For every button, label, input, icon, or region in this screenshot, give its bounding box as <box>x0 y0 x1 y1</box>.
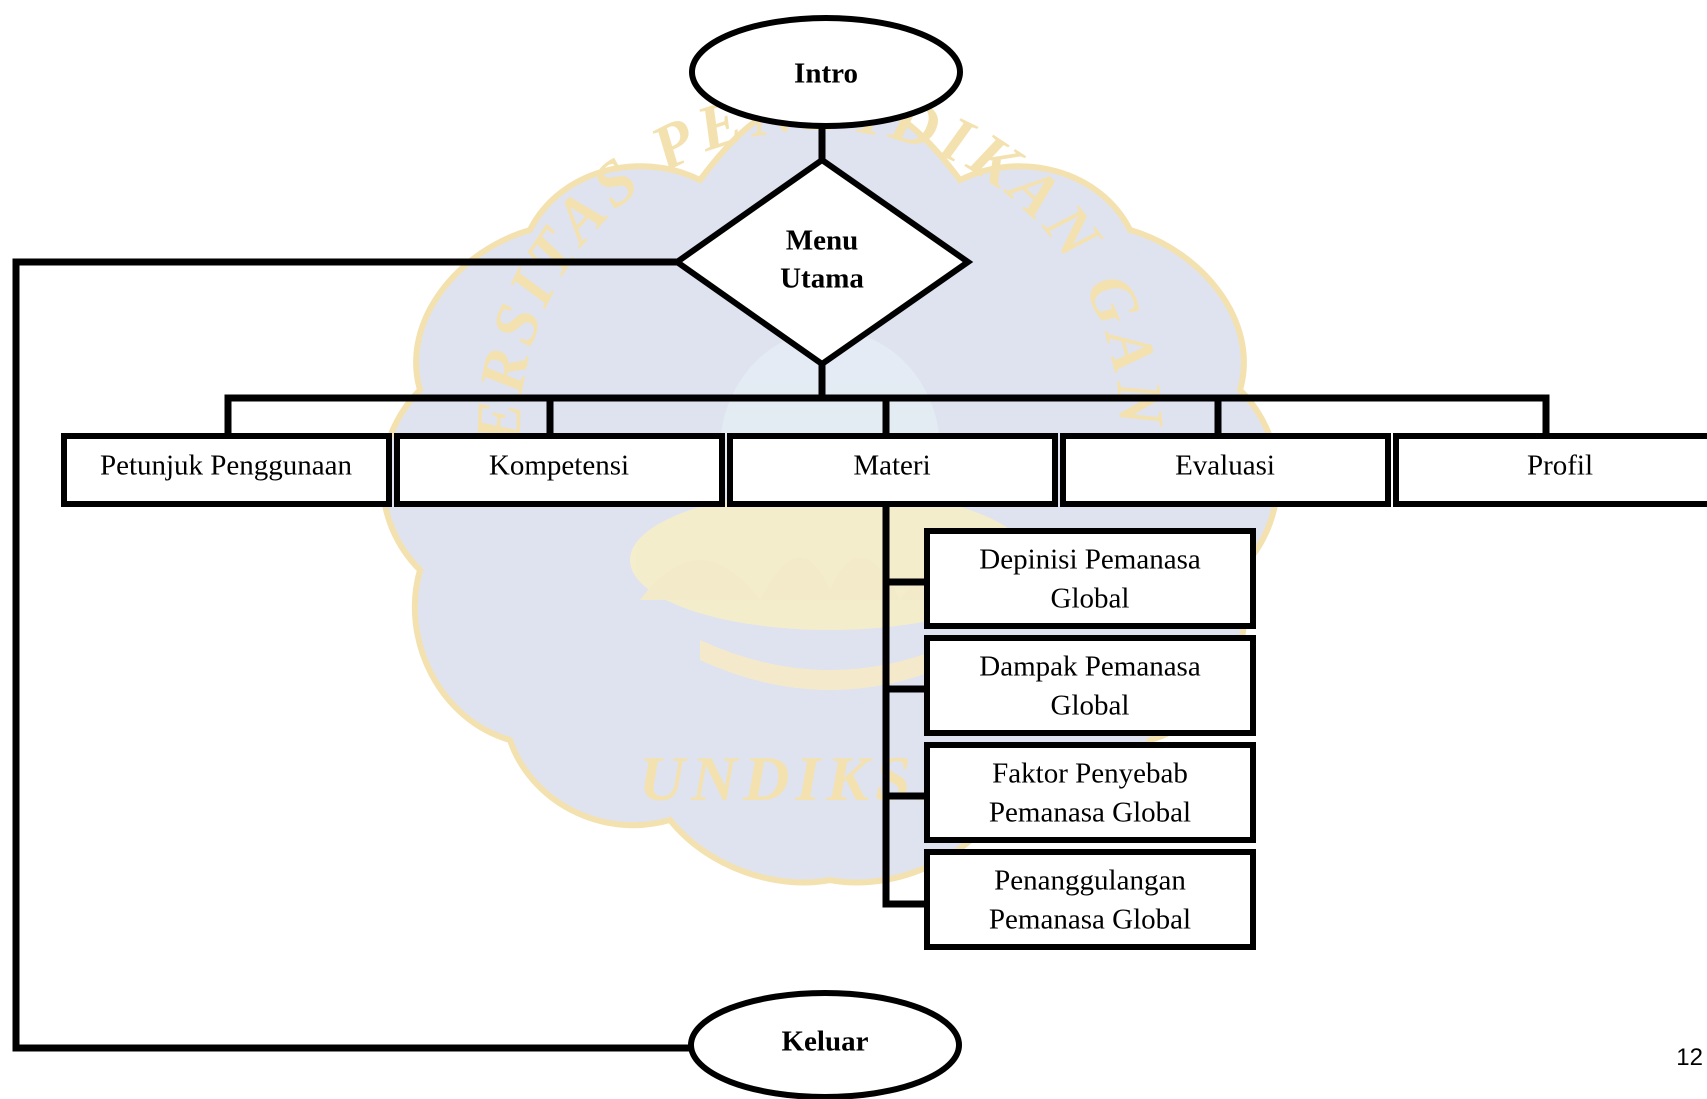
menu-item-kompetensi: Kompetensi <box>394 433 725 507</box>
menu-item-label: Kompetensi <box>489 450 629 482</box>
materi-subitem-faktor: Faktor Penyebab Pemanasa Global <box>924 742 1256 843</box>
page-number: 12 <box>1676 1044 1703 1071</box>
materi-subitem-dampak: Dampak Pemanasa Global <box>924 635 1256 736</box>
materi-subitem-penanggulangan: Penanggulangan Pemanasa Global <box>924 849 1256 950</box>
keluar-label: Keluar <box>782 1026 869 1058</box>
menu-to-keluar-loop-connector <box>12 258 695 1052</box>
menu-item-label: Profil <box>1527 450 1593 482</box>
menu-utama-node: Menu Utama <box>671 156 974 368</box>
keluar-node: Keluar <box>688 990 962 1099</box>
materi-subitem-definisi: Depinisi Pemanasa Global <box>924 528 1256 629</box>
menu-item-label: Evaluasi <box>1175 450 1275 482</box>
materi-subitem-line2: Global <box>1051 583 1130 615</box>
materi-subitem-line2: Pemanasa Global <box>989 797 1191 829</box>
menu-item-materi: Materi <box>727 433 1058 507</box>
menu-item-evaluasi: Evaluasi <box>1060 433 1391 507</box>
menu-utama-label-line2: Utama <box>780 263 864 295</box>
menu-item-label: Materi <box>853 450 930 482</box>
intro-label: Intro <box>794 58 858 90</box>
connectors <box>12 123 1550 1052</box>
materi-subitem-line1: Depinisi Pemanasa <box>979 544 1201 576</box>
menu-item-label: Petunjuk Penggunaan <box>100 450 353 482</box>
menu-item-profil: Profil <box>1393 433 1707 507</box>
materi-subitem-line2: Global <box>1051 690 1130 722</box>
menu-utama-label-line1: Menu <box>786 225 859 257</box>
intro-node: Intro <box>689 15 963 129</box>
materi-subitem-line1: Faktor Penyebab <box>992 758 1188 790</box>
materi-subitem-line1: Penanggulangan <box>994 865 1186 897</box>
materi-subitem-line2: Pemanasa Global <box>989 904 1191 936</box>
materi-subitems: Depinisi Pemanasa Global Dampak Pemanasa… <box>924 528 1256 950</box>
menu-item-petunjuk: Petunjuk Penggunaan <box>61 433 392 507</box>
materi-subitem-line1: Dampak Pemanasa <box>979 651 1201 683</box>
menu-items: Petunjuk Penggunaan Kompetensi Materi Ev… <box>61 433 1707 507</box>
